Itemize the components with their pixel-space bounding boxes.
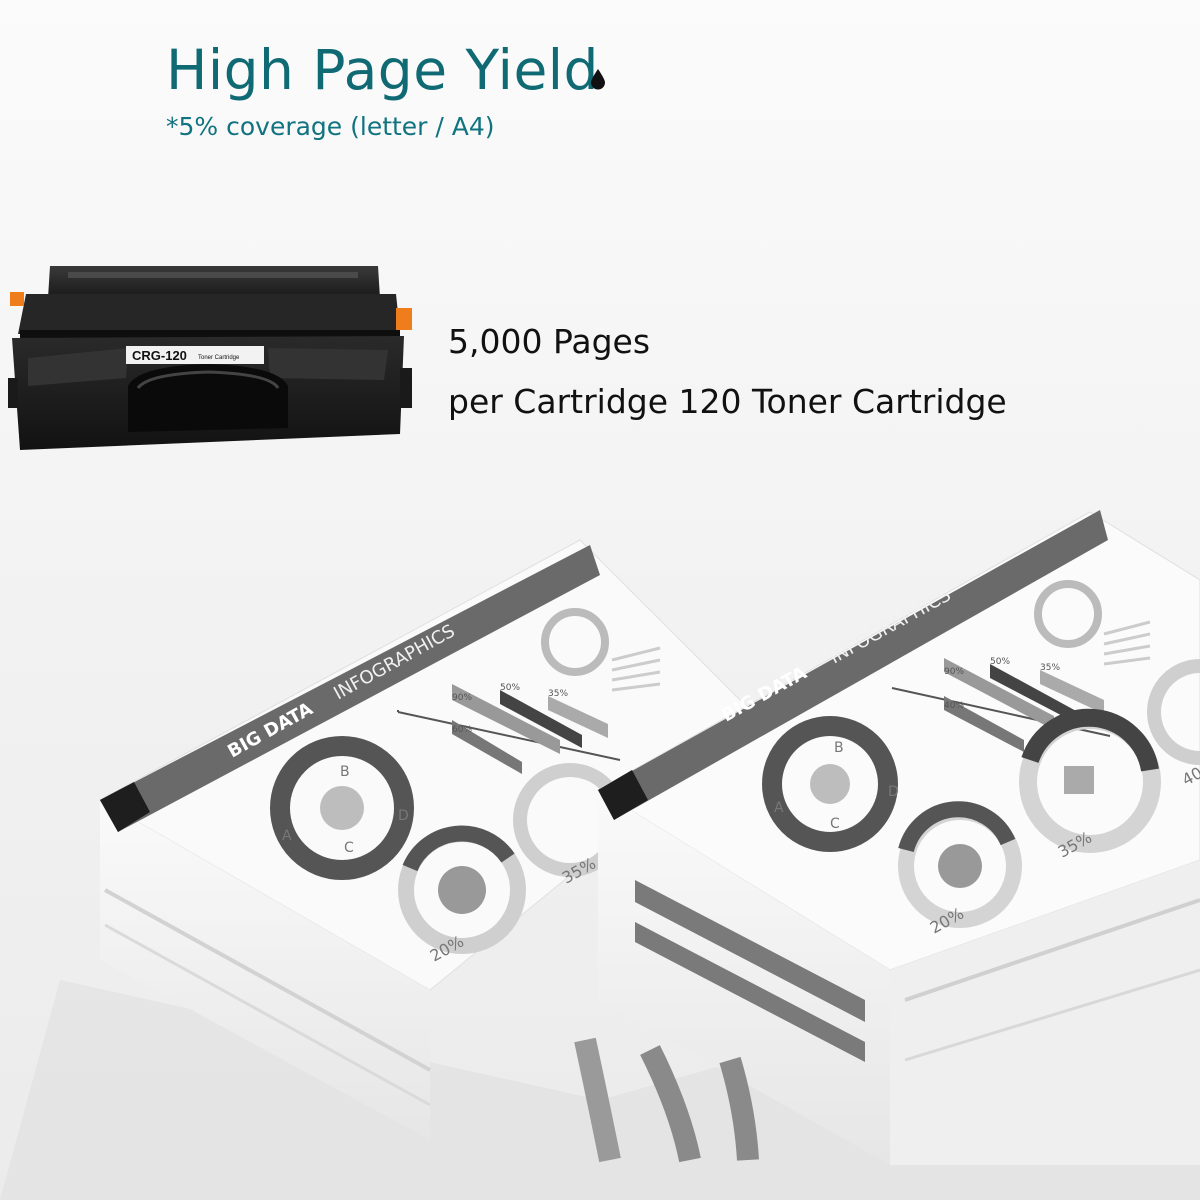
left-bar-label-1: 90% [452, 693, 472, 703]
yield-description: per Cartridge 120 Toner Cartridge [448, 382, 1007, 421]
toner-cartridge-image: CRG-120 Toner Cartridge [8, 266, 412, 450]
right-donut-letter-a: A [774, 800, 784, 816]
left-donut-letter-b: B [340, 764, 350, 780]
right-donut-letter-b: B [834, 740, 844, 756]
cartridge-type-label: Toner Cartridge [198, 355, 240, 361]
right-bar-label-2: 40% [944, 701, 964, 711]
left-bar-label-3: 50% [500, 683, 520, 693]
left-bar-label-2: 60% [452, 725, 472, 735]
page-yield: 5,000 Pages [448, 322, 651, 361]
left-bar-label-4: 35% [548, 689, 568, 699]
left-donut-letter-a: A [282, 828, 292, 844]
right-bar-label-1: 90% [944, 667, 964, 677]
right-bar-label-4: 35% [1040, 663, 1060, 673]
left-donut-letter-d: D [398, 808, 409, 824]
coverage-note: *5% coverage (letter / A4) [166, 112, 495, 141]
right-gauge-label-3: 40 [1179, 763, 1200, 789]
right-donut-letter-d: D [888, 784, 899, 800]
ink-drop-icon [591, 69, 605, 90]
page-title: High Page Yield [166, 38, 599, 102]
paper-stack-right: BIG DATA INFOGRAPHICS A B C D 90% 40% 50… [574, 510, 1200, 1165]
left-donut-letter-c: C [344, 840, 354, 856]
cartridge-model-label: CRG-120 [132, 348, 187, 363]
right-bar-label-3: 50% [990, 657, 1010, 667]
right-donut-letter-c: C [830, 816, 840, 832]
